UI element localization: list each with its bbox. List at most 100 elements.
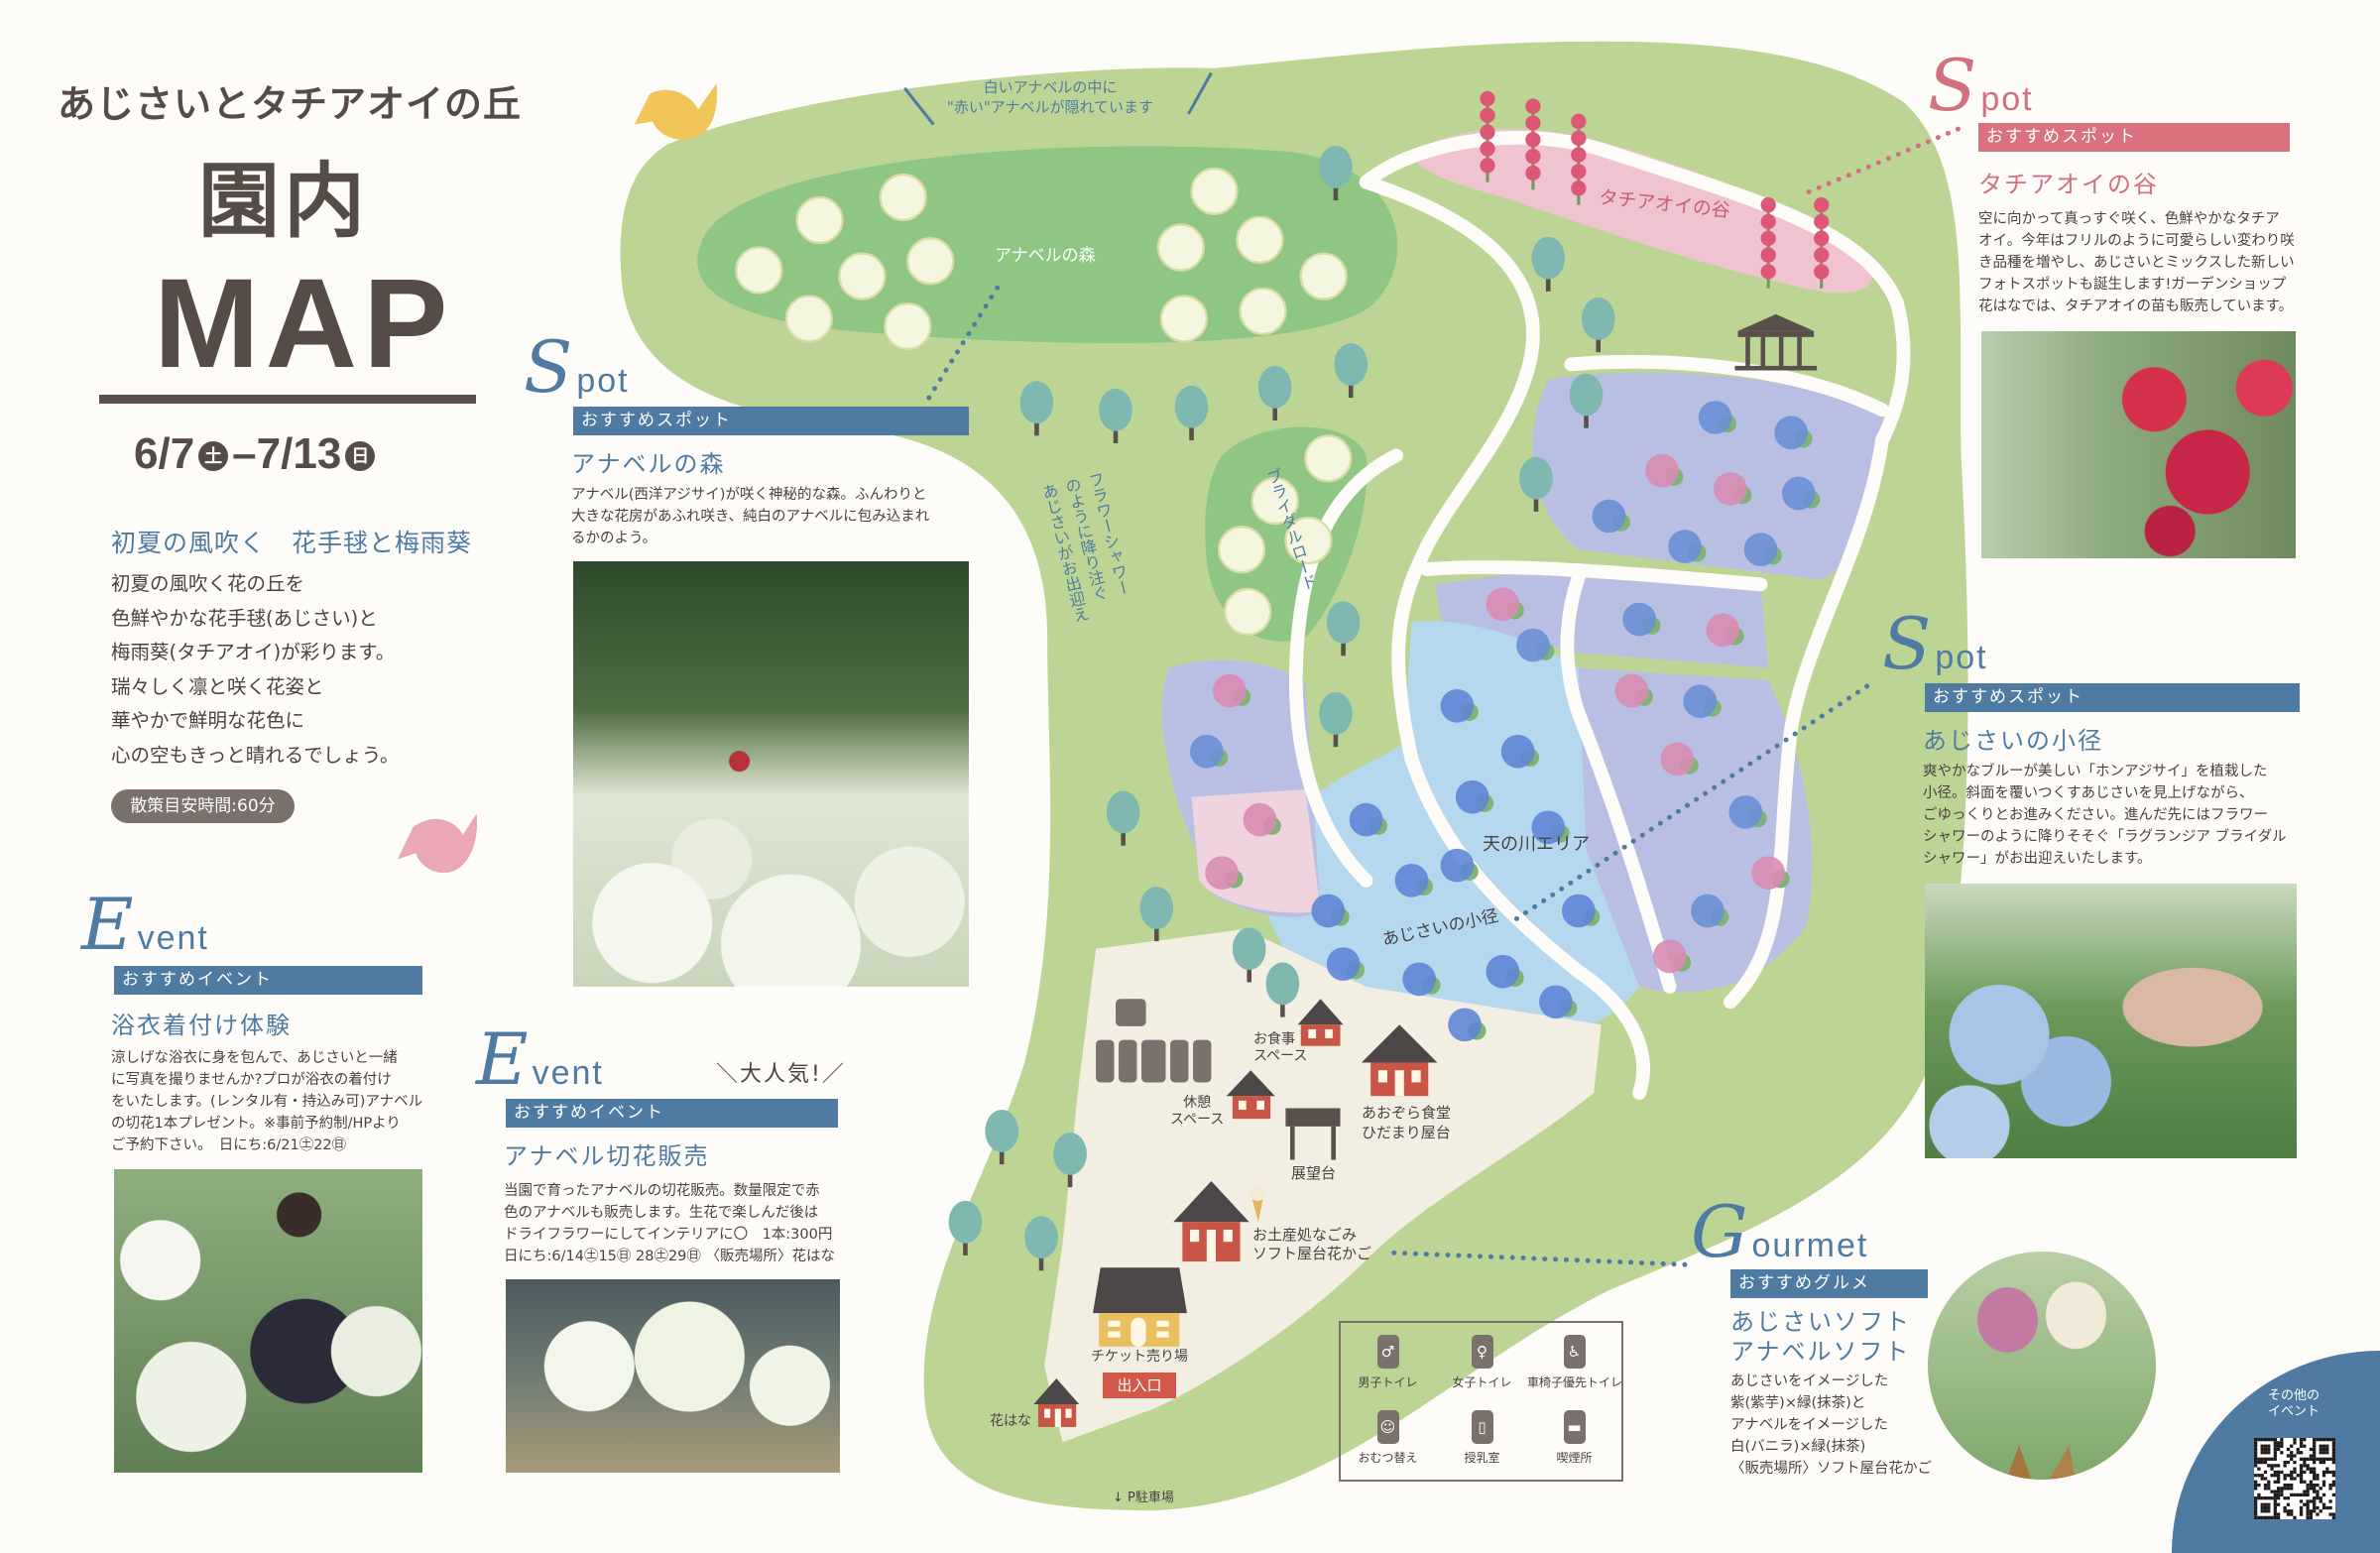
note-line: "赤い"アナベルが隠れています: [947, 98, 1154, 116]
map-label-annabelle-forest[interactable]: アナベルの森: [995, 246, 1096, 266]
annabelle-flower: [1156, 223, 1205, 272]
annabelle-flower: [1299, 252, 1348, 300]
smoking-icon: [1116, 999, 1146, 1026]
label-line: 休憩: [1183, 1095, 1212, 1111]
body-line: に写真を撮りませんか?プロが浴衣の着付け: [111, 1072, 392, 1088]
hydrangea-flower: [1781, 476, 1821, 511]
hydrangea-flower: [1500, 734, 1540, 769]
tree-icon: [1139, 886, 1174, 942]
tree-icon: [1519, 456, 1553, 512]
hydrangea-flower: [1212, 673, 1251, 708]
body-line: シャワーのように降りそそぐ「ラグランジア ブライダル: [1923, 829, 2287, 845]
label-line: ひだまり屋台: [1362, 1124, 1451, 1141]
hydrangea-flower: [1531, 810, 1570, 845]
map-label-meal-space[interactable]: お食事スペース: [1253, 1031, 1307, 1065]
body-line: ドライフラワーにしてインテリアに〇 1本:300円: [504, 1227, 833, 1243]
tree-icon: [948, 1200, 983, 1255]
tree-icon: [1174, 385, 1209, 440]
hydrangea-flower: [1539, 985, 1578, 1019]
intro-line: 色鮮やかな花手毬(あじさい)と: [111, 606, 378, 630]
legend-label: おむつ替え: [1358, 1451, 1418, 1465]
hydrangea-flower: [1622, 602, 1661, 637]
annabelle-flower: [1250, 477, 1299, 526]
map-label-ticket[interactable]: チケット売り場: [1091, 1349, 1188, 1365]
map-label-entrance[interactable]: 出入口: [1103, 1373, 1176, 1398]
spot-script-heading: Spot: [1928, 44, 2034, 127]
body-line: るかのよう。: [571, 531, 657, 546]
komichi-photo: [1925, 884, 2297, 1158]
hydrangea-flower: [1394, 864, 1433, 897]
map-label-parking[interactable]: ↓ P駐車場: [1113, 1491, 1174, 1505]
body-line: 〈販売場所〉ソフト屋台花かご: [1730, 1461, 1932, 1477]
wheelchair-toilet-icon: [1141, 1039, 1166, 1083]
hydrangea-flower: [1774, 416, 1813, 450]
hydrangea-area-right: [1578, 667, 1813, 993]
nursing-room-icon: [1096, 1039, 1115, 1083]
map-label-souvenir[interactable]: お土産処なごみソフト屋台花かご: [1252, 1226, 1371, 1263]
park-roads: [1289, 131, 1911, 1101]
event-title: 浴衣着付け体験: [111, 1012, 292, 1039]
legend-label: 授乳室: [1464, 1451, 1500, 1465]
hydrangea-area-middle: [1434, 564, 1769, 668]
hydrangea-flower: [1706, 613, 1744, 648]
date-start: 6/7: [134, 429, 195, 478]
tree-icon: [1053, 1132, 1087, 1188]
body-line: アナベル(西洋アジサイ)が咲く神秘的な森。ふんわりと: [571, 487, 927, 503]
body-line: 花はなでは、タチアオイの苗も販売しています。: [1978, 299, 2294, 314]
annabelle-flower: [1236, 215, 1284, 264]
intro-line: 瑞々しく凛と咲く花姿と: [111, 674, 324, 698]
title-divider: [99, 395, 476, 404]
legend-label: 喫煙所: [1556, 1451, 1593, 1465]
intro-line: 心の空もきっと晴れるでしょう。: [111, 743, 400, 767]
connector-dots: [926, 283, 1870, 1267]
gourmet-title-line: アナベルソフト: [1730, 1338, 1911, 1366]
gourmet-script-heading: Gourmet: [1691, 1190, 1869, 1273]
intro-line: 華やかで鮮明な花色に: [111, 709, 305, 732]
body-line: 白(バニラ)×緑(抹茶): [1730, 1439, 1866, 1455]
annabelle-flower: [735, 246, 783, 295]
note-slashes: [903, 71, 1213, 126]
date-end: 7/13: [256, 429, 342, 478]
hydrangea-flower: [1714, 472, 1752, 506]
map-label-aozora[interactable]: あおぞら食堂ひだまり屋台: [1362, 1103, 1451, 1142]
legend-mens-toilet: ♂男子トイレ: [1341, 1335, 1435, 1390]
annabelle-flower: [1239, 287, 1287, 335]
body-line: 爽やかなブルーが美しい「ホンアジサイ」を植栽した: [1923, 764, 2268, 779]
tree-icon: [1581, 298, 1615, 353]
annabelle-flower: [1217, 526, 1266, 574]
map-label-observatory[interactable]: 展望台: [1291, 1164, 1337, 1182]
tree-icon: [1019, 381, 1054, 436]
yukata-photo: [114, 1169, 422, 1473]
body-line: 空に向かって真っすぐ咲く、色鮮やかなタチア: [1978, 211, 2280, 227]
tree-icon: [1106, 790, 1140, 846]
annabelle-flower: [1304, 434, 1353, 483]
body-line: 当園で育ったアナベルの切花販売。数量限定で赤: [504, 1183, 820, 1199]
tree-icon: [1531, 236, 1566, 292]
body-line: オイ。今年はフリルのように可愛らしい変わり咲: [1978, 233, 2295, 249]
hydrangea-flower: [1652, 939, 1692, 974]
body-line: あじさいをイメージした: [1730, 1374, 1889, 1389]
label-line: スペース: [1253, 1048, 1308, 1064]
cut-flower-photo: [506, 1279, 840, 1473]
mens-toilet-icon: ♂: [1376, 1335, 1399, 1369]
annabelle-flower: [1284, 516, 1333, 565]
tree-icon: [1024, 1216, 1058, 1271]
spot-body: 空に向かって真っすぐ咲く、色鮮やかなタチア オイ。今年はフリルのように可愛らしい…: [1978, 208, 2295, 317]
park-name: あじさいとタチアオイの丘: [58, 82, 523, 126]
date-separator: –: [232, 429, 257, 478]
map-label-rest-space[interactable]: 休憩スペース: [1170, 1095, 1224, 1129]
body-line: 日にち:6/14㊏15㊐ 28㊏29㊐ 〈販売場所〉花はな: [504, 1249, 836, 1264]
tree-icon: [1265, 962, 1300, 1017]
map-label-amanogawa[interactable]: 天の川エリア: [1483, 834, 1590, 855]
connector-dots-pink: [1800, 126, 1961, 197]
meal-space-building-icon: [1297, 999, 1344, 1046]
hollyhock-icon: [1525, 98, 1541, 190]
spot-badge: おすすめスポット: [573, 407, 969, 435]
label-line: お土産処なごみ: [1252, 1226, 1358, 1244]
qr-code[interactable]: [2254, 1438, 2335, 1519]
annabelle-flower: [838, 252, 887, 300]
tree-icon: [1319, 692, 1353, 748]
hydrangea-flower: [1751, 856, 1790, 891]
map-label-hanahana[interactable]: 花はな: [990, 1413, 1031, 1429]
annabelle-flower: [1159, 295, 1208, 343]
